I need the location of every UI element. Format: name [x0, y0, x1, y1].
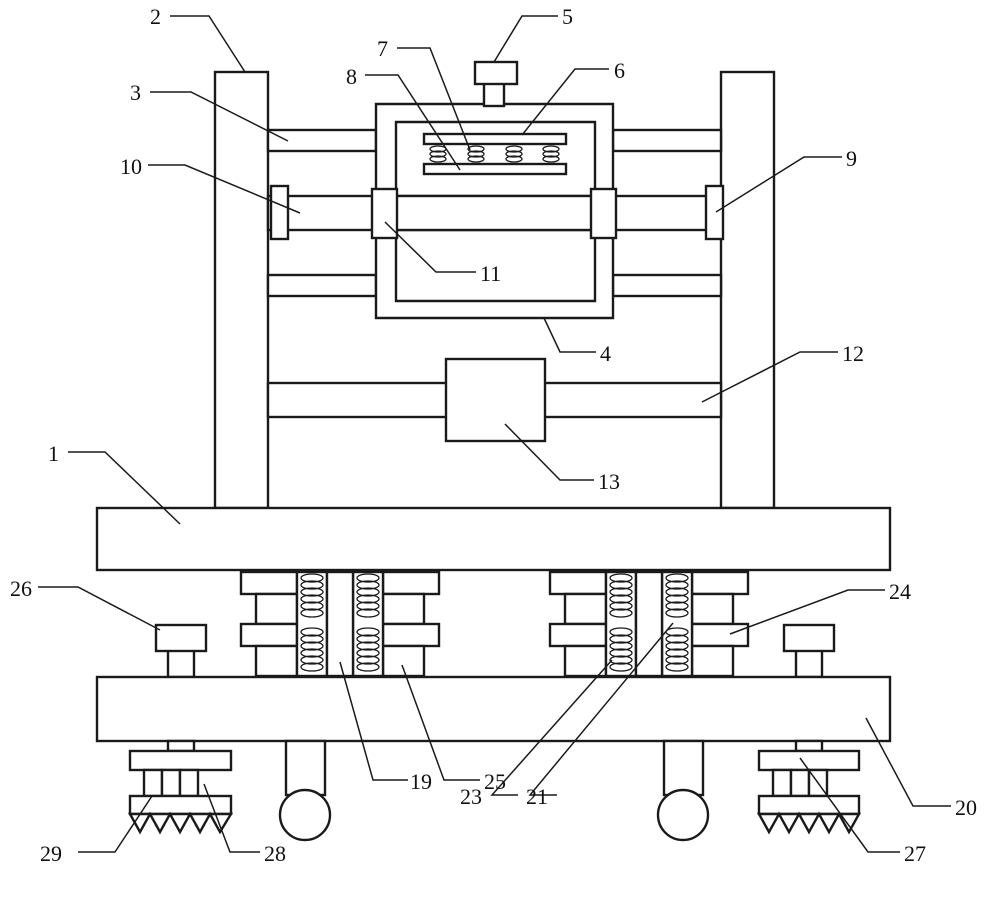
damper-group-right — [548, 570, 750, 678]
label-12: 12 — [842, 341, 864, 366]
label-27: 27 — [904, 841, 926, 866]
label-20: 20 — [955, 795, 977, 820]
label-9: 9 — [846, 146, 857, 171]
label-19: 19 — [410, 769, 432, 794]
base-plate — [95, 506, 892, 572]
label-10: 10 — [120, 154, 142, 179]
nut-right — [589, 187, 618, 240]
label-2: 2 — [150, 4, 161, 29]
wheel-right — [656, 739, 710, 842]
bearing-left — [269, 184, 290, 241]
left-post — [213, 70, 270, 510]
wheel-left — [278, 739, 332, 842]
spike-assembly-right — [756, 739, 862, 835]
label-4: 4 — [600, 341, 611, 366]
label-1: 1 — [48, 441, 59, 466]
label-29: 29 — [40, 841, 62, 866]
damper-group-left — [239, 570, 441, 678]
motor-box — [444, 357, 547, 443]
bearing-right — [704, 184, 725, 241]
top-knob — [473, 60, 519, 86]
label-23: 23 — [460, 784, 482, 809]
label-6: 6 — [614, 58, 625, 83]
label-3: 3 — [130, 80, 141, 105]
label-5: 5 — [562, 4, 573, 29]
label-28: 28 — [264, 841, 286, 866]
label-8: 8 — [346, 64, 357, 89]
label-7: 7 — [377, 36, 388, 61]
label-26: 26 — [10, 576, 32, 601]
lower-plate — [422, 162, 568, 176]
upper-rails — [266, 128, 723, 298]
knob-left — [154, 623, 208, 679]
screw-rod-inner — [394, 194, 597, 232]
upper-plate — [422, 132, 568, 146]
spike-assembly-left — [127, 739, 234, 835]
label-13: 13 — [598, 469, 620, 494]
knob-right — [782, 623, 836, 679]
right-post — [719, 70, 776, 510]
damper-springs — [300, 573, 689, 672]
label-21: 21 — [526, 784, 548, 809]
label-25: 25 — [484, 769, 506, 794]
label-11: 11 — [480, 261, 501, 286]
leader-lines — [38, 15, 951, 853]
bottom-plate — [95, 675, 892, 743]
knob-stem — [482, 80, 506, 108]
label-24: 24 — [889, 579, 911, 604]
outer-frame — [374, 102, 615, 320]
